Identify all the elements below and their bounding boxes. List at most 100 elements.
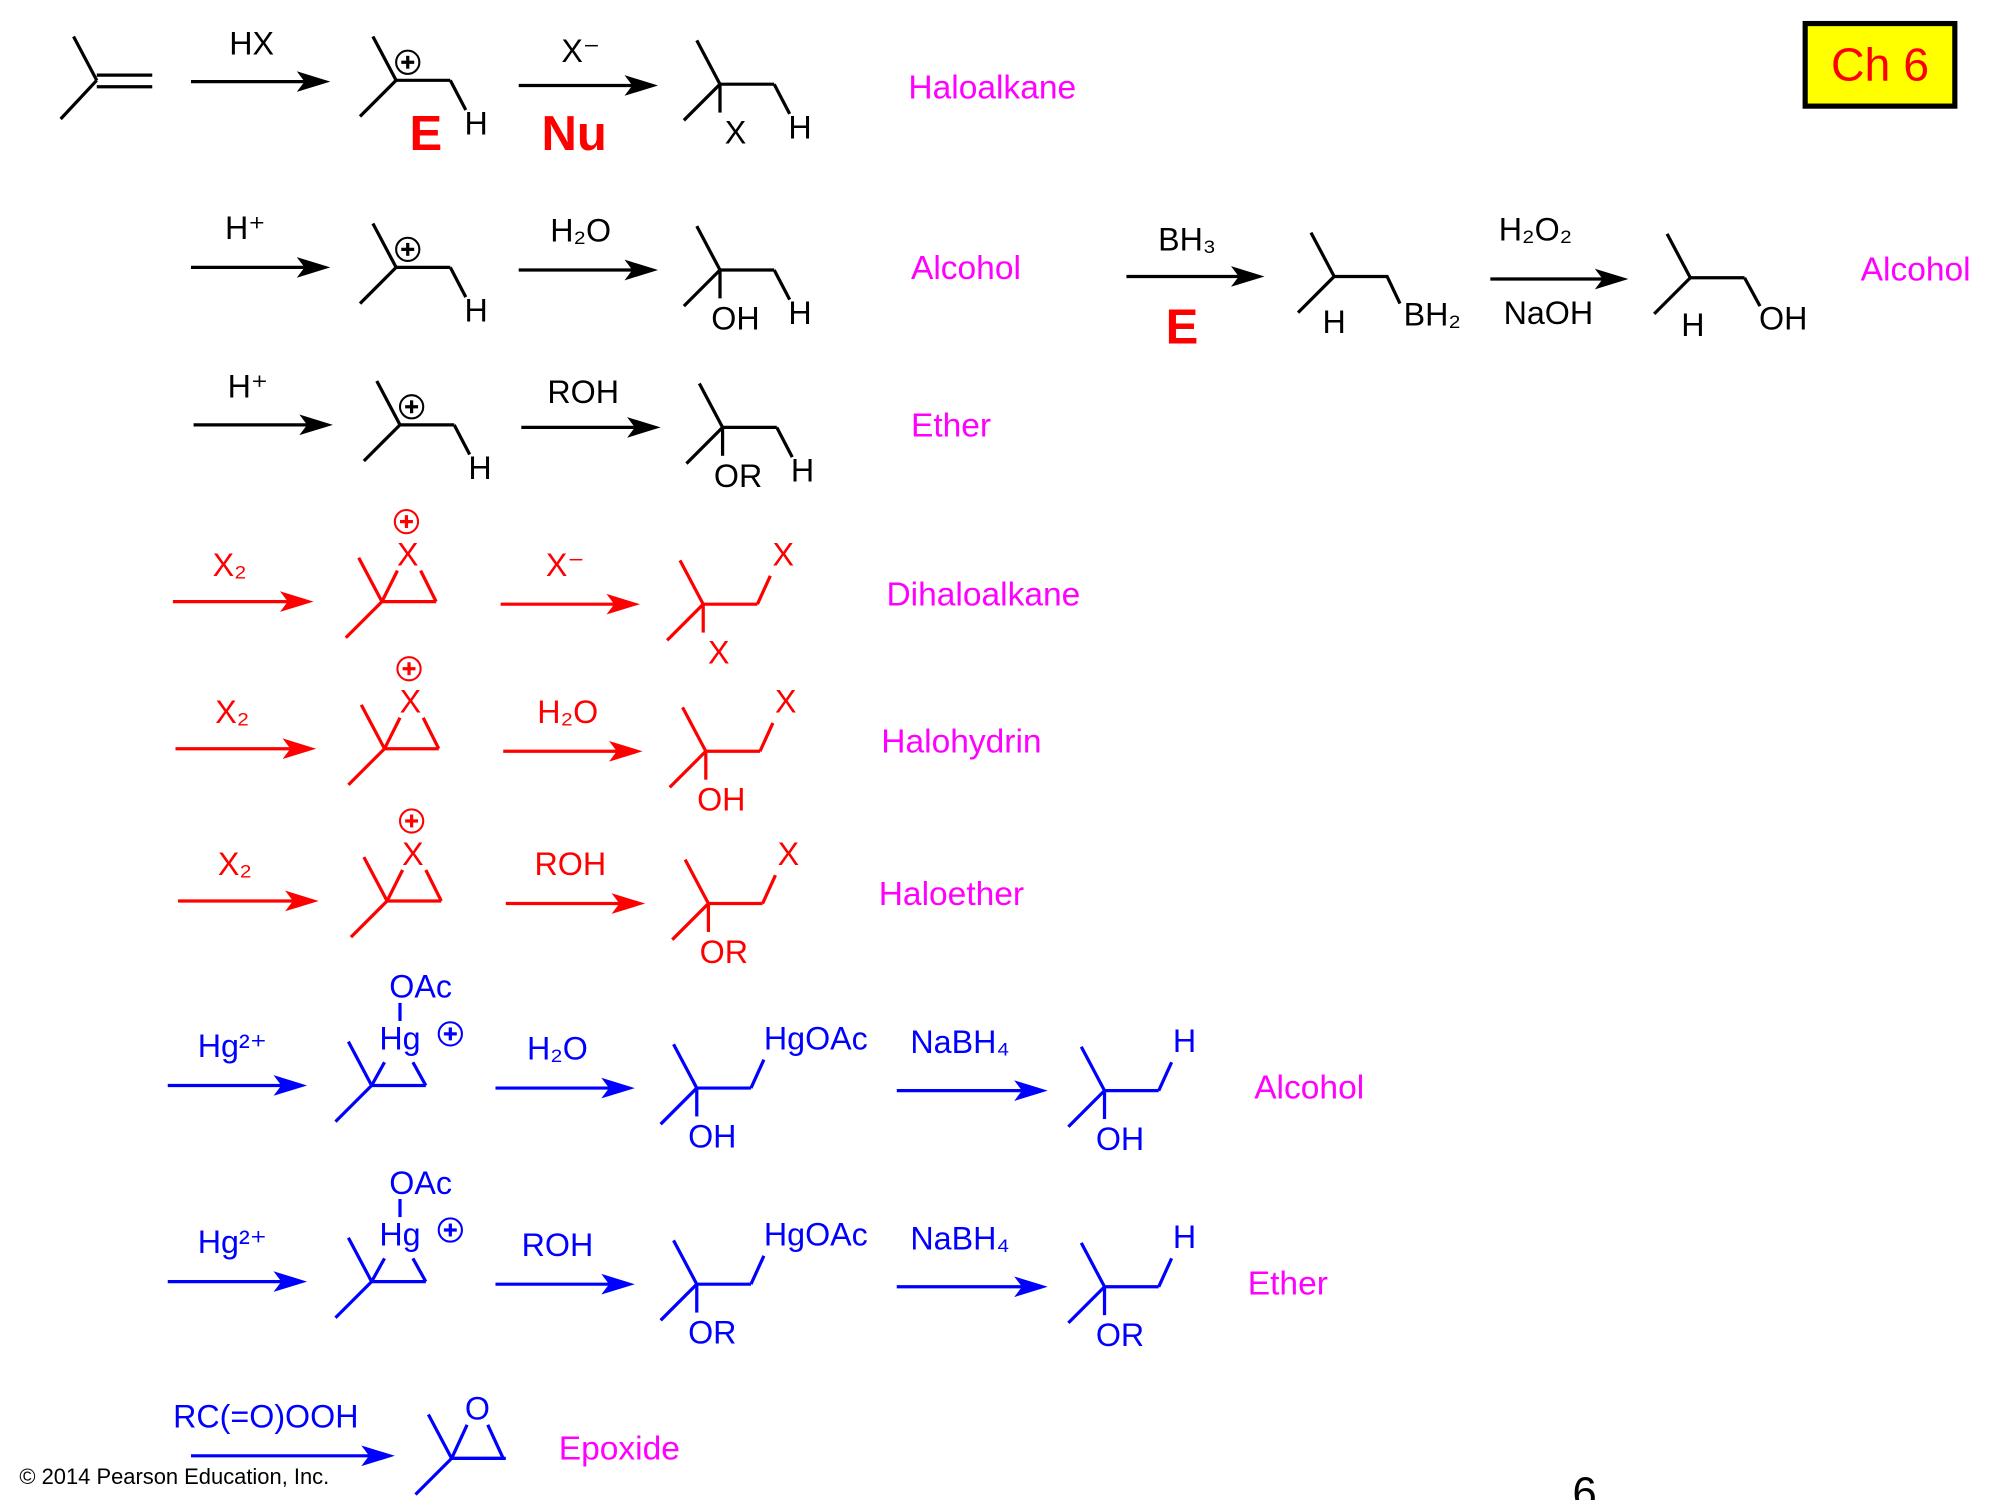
reaction-arrow	[190, 1445, 395, 1467]
reaction-arrow	[167, 1271, 308, 1292]
bond	[426, 1413, 454, 1460]
reagent-label: Hg²⁺	[198, 1224, 267, 1260]
halonium-intermediate: X	[344, 508, 438, 639]
halogen-label: X	[400, 684, 422, 720]
end-group-label: H	[1173, 1023, 1196, 1059]
hydroxyl-label: OH	[1759, 300, 1807, 336]
product-class: Ether	[911, 407, 991, 444]
product-class: Haloalkane	[908, 69, 1076, 106]
product-class: Alcohol	[1254, 1069, 1364, 1106]
reagent: NaOH	[1504, 295, 1594, 331]
bond	[380, 569, 399, 603]
reagent-label: X⁻	[546, 547, 585, 583]
plus-charge-icon	[396, 656, 422, 682]
bond	[411, 1257, 428, 1283]
chapter-badge: Ch 6	[1802, 20, 1958, 109]
electrophile-label: E	[409, 107, 442, 161]
reagent-label: H⁺	[228, 369, 268, 405]
reagent: H₂O	[550, 213, 611, 249]
reagent: ROH	[522, 1227, 594, 1263]
bond	[775, 426, 794, 458]
reagent-label: H⁺	[225, 210, 265, 246]
bond	[362, 423, 402, 463]
bond	[761, 874, 777, 905]
plus-charge-icon	[395, 49, 421, 75]
substituent-label: OR	[714, 458, 762, 494]
reagent: X⁻	[546, 547, 585, 583]
carbocation-intermediate: H	[358, 222, 488, 329]
arrowhead-icon	[285, 890, 319, 912]
product-class: Halohydrin	[881, 724, 1041, 761]
bond	[682, 268, 722, 308]
arrowhead-icon	[606, 593, 640, 615]
arrowhead-icon	[601, 1077, 635, 1099]
reagent: ROH	[534, 846, 606, 882]
reaction-arrow	[505, 893, 646, 914]
substituent-label: OH	[711, 300, 759, 336]
halonium-intermediate: X	[347, 656, 441, 786]
electrophile-label: E	[1166, 301, 1199, 355]
product-class-label: Alcohol	[1861, 251, 1971, 288]
end-group-label: X	[778, 836, 800, 872]
bond	[358, 79, 398, 118]
acetate-label: OAc	[389, 1165, 452, 1201]
bond	[758, 722, 775, 752]
electrophile-tag: E	[1166, 301, 1199, 355]
bond	[424, 869, 443, 902]
reagent: RC(=O)OOH	[173, 1398, 358, 1434]
bond	[371, 222, 398, 269]
arrowhead-icon	[296, 257, 331, 278]
plus-charge-icon	[437, 1217, 463, 1243]
reagent: Hg²⁺	[198, 1028, 267, 1064]
arrowhead-icon	[601, 1273, 635, 1295]
product-class-label: Haloether	[879, 876, 1024, 913]
reaction-arrow	[167, 1075, 308, 1096]
bond	[334, 1084, 373, 1123]
product-class-label: Alcohol	[911, 250, 1021, 287]
reagent: H₂O	[527, 1031, 588, 1067]
bond	[1079, 1242, 1106, 1288]
arrowhead-icon	[280, 591, 314, 612]
reaction-arrow	[190, 257, 331, 278]
reagent-label: RC(=O)OOH	[173, 1398, 358, 1434]
mercury-label: Hg	[379, 1216, 420, 1252]
bond	[695, 225, 722, 271]
reaction-arrow	[178, 890, 319, 912]
bond	[1653, 276, 1692, 316]
product-class-label: Haloalkane	[908, 69, 1076, 106]
product-structure: HOR	[1067, 1219, 1196, 1353]
hydrogen-label: H	[464, 293, 487, 329]
product-class-label: Ether	[1248, 1266, 1328, 1303]
bond	[659, 1283, 698, 1322]
substituent-label: OR	[688, 1315, 736, 1351]
reagent-label: X⁻	[561, 33, 600, 69]
mercurinium-intermediate: HgOAc	[334, 969, 463, 1123]
arrowhead-icon	[282, 738, 317, 760]
end-group-label: HgOAc	[764, 1216, 868, 1252]
reagent-label: X₂	[213, 547, 247, 583]
bond	[421, 717, 441, 750]
arrowhead-icon	[611, 893, 646, 914]
reaction-arrow	[193, 414, 333, 436]
product-class: Dihaloalkane	[886, 576, 1080, 613]
end-group-label: X	[775, 684, 797, 720]
reaction-arrow	[1126, 266, 1265, 287]
reaction-arrow	[495, 1077, 635, 1099]
substituent-label: OH	[697, 782, 745, 818]
bond	[1079, 1046, 1106, 1092]
bond	[665, 603, 705, 642]
substituent-label: X	[708, 635, 730, 671]
arrowhead-icon	[296, 71, 331, 92]
reaction-arrow	[172, 591, 314, 612]
chapter-label: Ch 6	[1831, 38, 1929, 90]
bond	[695, 39, 722, 85]
bond	[755, 575, 772, 605]
bond	[1067, 1089, 1106, 1128]
bond	[678, 559, 705, 605]
bond	[414, 1457, 453, 1496]
electrophile-tag: E	[409, 107, 442, 161]
reaction-arrow	[896, 1276, 1048, 1298]
product-class-label: Dihaloalkane	[886, 576, 1080, 613]
